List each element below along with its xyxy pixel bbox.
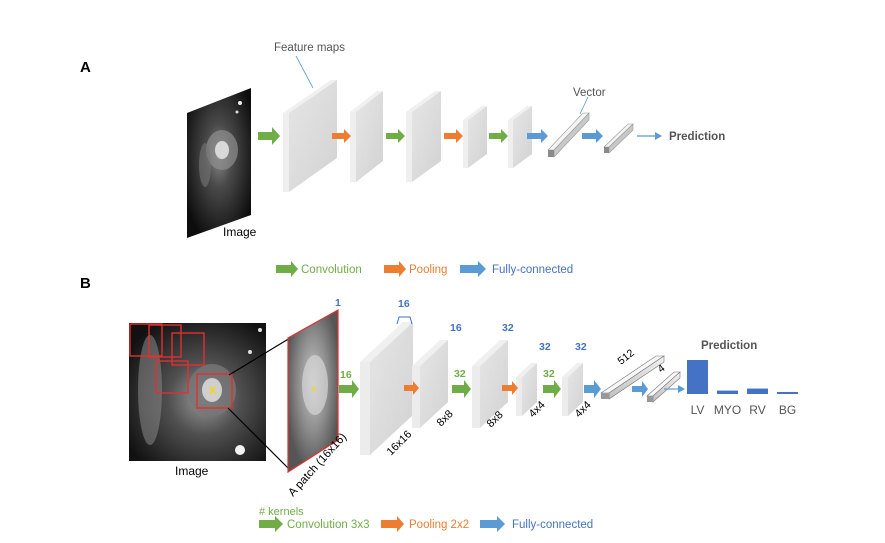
zoom-line-top — [228, 334, 296, 376]
panel-a-feature-map-2 — [350, 91, 383, 182]
panel-a-feature-map-3 — [406, 91, 441, 182]
legend-b-convolution: Convolution 3x3 — [287, 519, 369, 531]
panel-b-feature-map-1 — [360, 322, 413, 455]
feature-maps-label: Feature maps — [274, 42, 345, 54]
panel-a-vector-2 — [603, 123, 634, 154]
kernel-count-conv1: 16 — [340, 369, 352, 381]
panel-a-image-label: Image — [223, 225, 257, 239]
panel-a-vector-1 — [547, 112, 590, 158]
legend-a-fully-connected: Fully-connected — [492, 264, 573, 276]
enlarged-patch — [287, 308, 339, 474]
panel-b-vector-2 — [646, 371, 681, 403]
panel-a-feature-map-1 — [283, 80, 337, 192]
panel-b-image-label: Image — [175, 464, 209, 478]
panel-a-fc-arrow-3 — [637, 132, 662, 140]
panel-a-pool-arrow-2 — [444, 129, 463, 143]
prediction-bar-lv — [687, 360, 708, 394]
legend-a-pooling: Pooling — [409, 264, 447, 276]
prediction-bar-bg — [777, 391, 798, 394]
panel-b-fc-arrow-2 — [632, 381, 648, 397]
panel-b-fc-arrow-1 — [584, 380, 601, 398]
panel-a-pool-arrow-1 — [332, 129, 351, 143]
legend-b-fc-arrow — [480, 516, 505, 532]
panel-a-conv-arrow-2 — [386, 129, 405, 143]
panel-a-input-image — [187, 88, 251, 238]
panel-b-pool-arrow-2 — [502, 381, 518, 395]
panel-b-feature-map-5 — [562, 363, 583, 416]
panel-a-prediction-label: Prediction — [669, 131, 725, 143]
legend-b-kernels: # kernels — [259, 506, 304, 518]
panel-a-legend: Convolution Pooling Fully-connected — [276, 261, 573, 277]
prediction-tick-lv: LV — [691, 403, 705, 417]
kernel-bracket — [396, 316, 413, 325]
prediction-tick-bg: BG — [779, 403, 796, 417]
patch-center-mark: X — [209, 385, 217, 397]
sliding-patches — [129, 323, 233, 409]
panel-b-conv-arrow-3 — [543, 380, 561, 398]
legend-b-pool-arrow — [381, 516, 404, 532]
panel-b-legend: # kernels Convolution 3x3 Pooling 2x2 Fu… — [259, 506, 593, 532]
kernel-count-conv2-out: 16 — [450, 322, 462, 334]
kernel-count-input: 1 — [335, 297, 341, 309]
panel-b-conv-arrow-1 — [339, 380, 359, 398]
kernel-count-conv2: 32 — [454, 368, 466, 380]
feature-maps-callout-line — [295, 55, 314, 89]
kernel-count-conv3-out: 32 — [502, 322, 514, 334]
kernel-count-conv4b-out: 32 — [575, 341, 587, 353]
legend-a-conv-arrow — [276, 261, 298, 277]
panel-b-fc-arrow-3 — [664, 385, 685, 393]
prediction-title: Prediction — [701, 340, 757, 352]
panel-a-conv-arrow-1 — [258, 127, 280, 145]
panel-a-feature-map-5 — [508, 106, 532, 168]
panel-a-fc-arrow-1 — [527, 129, 548, 143]
kernel-count-top1: 16 — [398, 298, 410, 310]
zoom-line-bottom — [227, 407, 291, 471]
panel-b-vector-1 — [600, 355, 665, 400]
panel-a-conv-arrow-3 — [489, 129, 508, 143]
patch-center-mark-large: X — [311, 385, 317, 394]
panel-b-pool-arrow-1 — [404, 381, 419, 395]
vector-size-512: 512 — [615, 347, 636, 367]
prediction-bar-myo — [717, 390, 738, 394]
panel-a-feature-map-4 — [463, 106, 487, 168]
panel-b-feature-map-3 — [472, 340, 508, 428]
legend-a-convolution: Convolution — [301, 264, 362, 276]
prediction-bar-rv — [747, 388, 768, 394]
panel-a-letter: A — [80, 59, 91, 76]
legend-a-pool-arrow — [384, 261, 406, 277]
panel-a-fc-arrow-2 — [582, 129, 603, 143]
panel-b-conv-arrow-2 — [452, 380, 471, 398]
prediction-tick-myo: MYO — [714, 403, 741, 417]
kernel-count-conv4-out: 32 — [539, 341, 551, 353]
vector-callout-line — [579, 96, 589, 115]
kernel-count-conv3: 32 — [543, 368, 555, 380]
panel-b-feature-map-4 — [516, 363, 537, 416]
prediction-tick-rv: RV — [749, 403, 765, 417]
panel-b-feature-map-2 — [412, 340, 448, 428]
legend-a-fc-arrow — [460, 261, 486, 277]
panel-b-letter: B — [80, 275, 91, 292]
prediction-bar-chart: LV MYO RV BG — [687, 360, 798, 417]
legend-b-conv-arrow — [259, 516, 283, 532]
vector-size-4: 4 — [655, 362, 667, 375]
legend-b-pooling: Pooling 2x2 — [409, 519, 469, 531]
legend-b-fully-connected: Fully-connected — [512, 519, 593, 531]
vector-label: Vector — [573, 87, 606, 99]
